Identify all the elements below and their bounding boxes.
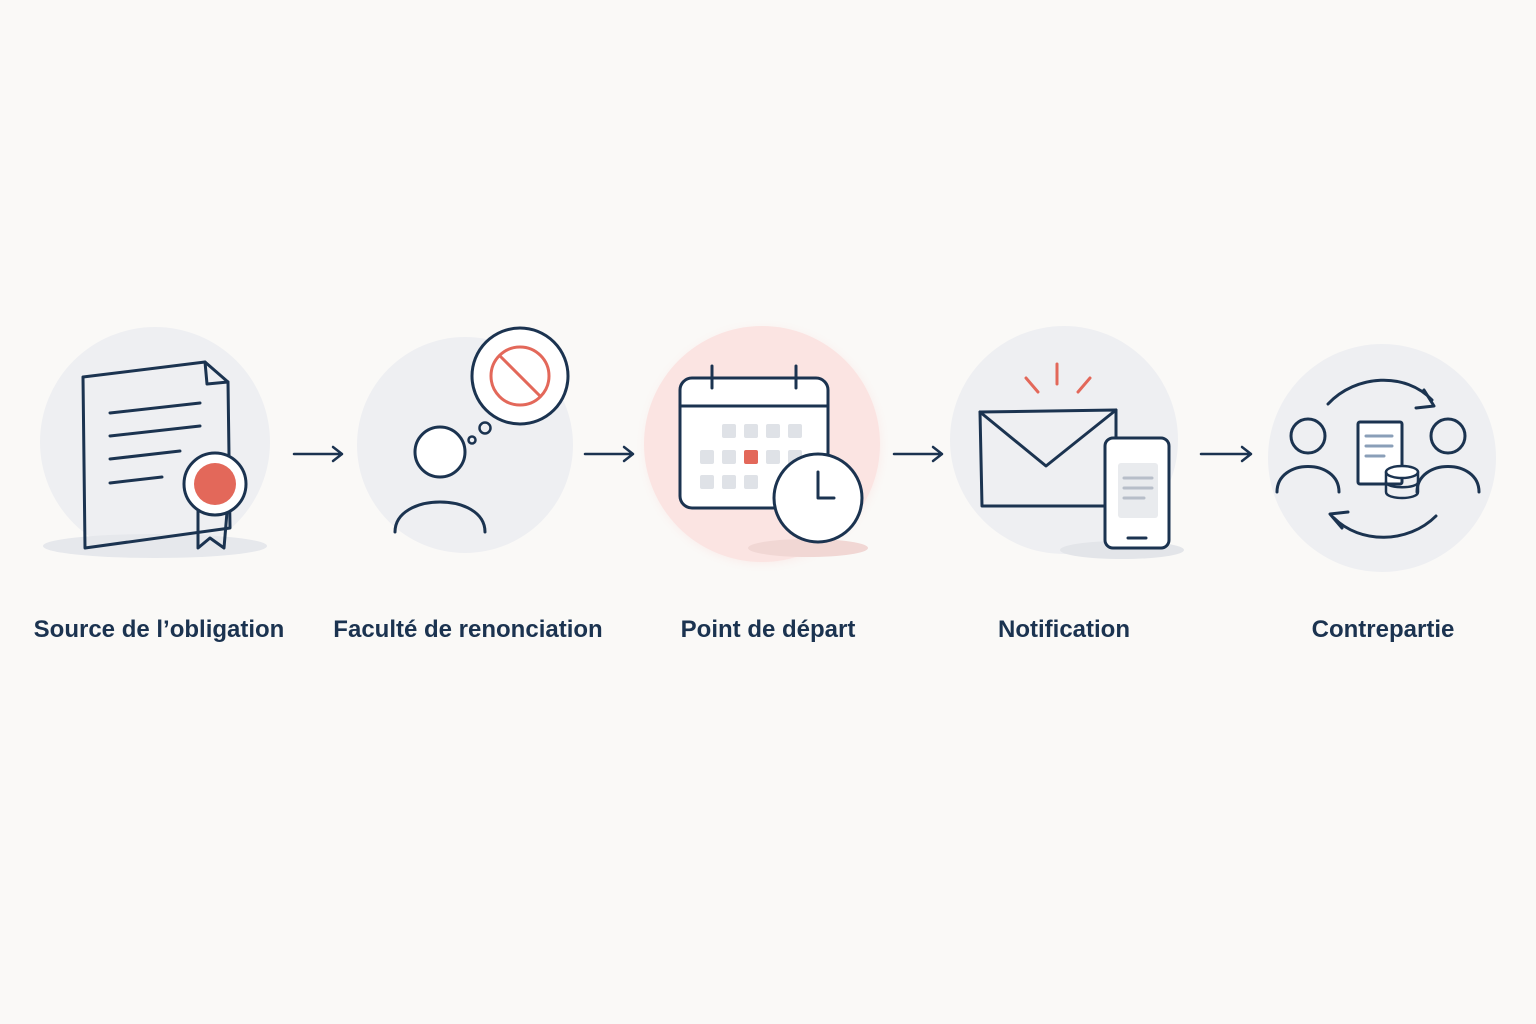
certificate-document-icon [40, 327, 270, 558]
step-contrepartie-icon-wrap [1266, 330, 1506, 580]
step-label-contrepartie: Contrepartie [1311, 616, 1455, 643]
step-label-notification: Notification [998, 616, 1130, 643]
calendar-clock-icon [635, 318, 891, 574]
step-source-icon-wrap [30, 320, 290, 580]
exchange-people-icon [1268, 344, 1496, 572]
arrow-3 [892, 444, 946, 464]
arrow-2 [583, 444, 637, 464]
arrow-right-icon [292, 445, 344, 463]
arrow-right-icon [1199, 445, 1253, 463]
envelope-phone-icon [950, 326, 1184, 559]
arrow-4 [1199, 444, 1255, 464]
step-renonciation-icon-wrap [350, 320, 590, 570]
step-notification-icon-wrap [940, 320, 1190, 570]
person-thought-prohibited-icon [357, 326, 573, 553]
arrow-right-icon [892, 445, 944, 463]
step-depart-icon-wrap [630, 310, 900, 580]
step-label-depart: Point de départ [680, 616, 856, 643]
step-label-renonciation: Faculté de renonciation [333, 616, 603, 643]
arrow-1 [292, 444, 346, 464]
arrow-right-icon [583, 445, 635, 463]
step-label-source: Source de l’obligation [33, 616, 285, 643]
